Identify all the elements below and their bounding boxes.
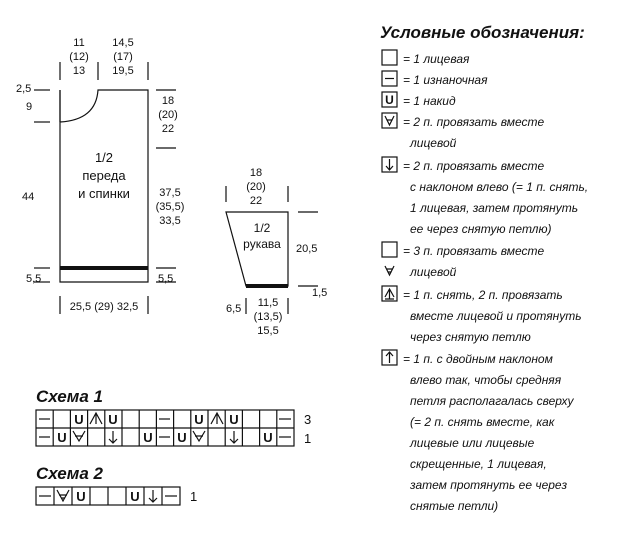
svg-text:U: U — [194, 412, 203, 427]
body-top-right-2: (17) — [113, 51, 133, 63]
body-top-right-1: 14,5 — [112, 37, 133, 49]
legend-cdd-text-5: лицевые или лицевые — [409, 436, 535, 450]
body-piece: 1/2 переда и спинки 11 (12) 13 14,5 (17)… — [16, 37, 184, 314]
legend-sk2p-text-3: через снятую петлю — [410, 330, 531, 344]
sleeve-label-line2: рукава — [243, 237, 281, 251]
sleeve-bottom-3: 15,5 — [257, 325, 278, 337]
schema-2: Схема 2 U U 1 — [35, 464, 197, 506]
legend-cdd-text-2: влево так, чтобы средняя — [410, 373, 562, 387]
legend: Условные обозначения: U = 1 лицевая = 1 … — [380, 23, 588, 513]
svg-text:U: U — [130, 489, 139, 504]
svg-text:U: U — [177, 430, 186, 445]
legend-knit-symbol — [381, 49, 398, 66]
sleeve-left-6-5: 6,5 — [226, 303, 241, 315]
body-left-5-5: 5,5 — [26, 273, 41, 285]
legend-sk2p-text-1: = 1 п. снять, 2 п. провязать — [403, 288, 563, 302]
body-label-line1: 1/2 — [95, 150, 113, 165]
legend-cdd-text-1: = 1 п. с двойным наклоном — [403, 352, 553, 366]
body-right-mid-2: (35,5) — [156, 201, 185, 213]
svg-text:U: U — [263, 430, 272, 445]
body-left-9: 9 — [26, 101, 32, 113]
legend-ssk-text-2: с наклоном влево (= 1 п. снять, — [410, 180, 588, 194]
sleeve-bottom-1: 11,5 — [258, 297, 279, 309]
legend-knit-text: = 1 лицевая — [403, 52, 470, 66]
body-right-mid-1: 37,5 — [159, 187, 180, 199]
legend-ssk-text-1: = 2 п. провязать вместе — [403, 159, 545, 173]
legend-cdd-text-6: скрещенные, 1 лицевая, — [410, 457, 547, 471]
body-left-44: 44 — [22, 191, 34, 203]
body-right-5-5: 5,5 — [158, 273, 173, 285]
legend-k3tog-text-1: = 3 п. провязать вместе — [403, 244, 545, 258]
legend-ssk-text-4: ее через снятую петлю) — [410, 222, 551, 236]
legend-yarnover-text: = 1 накид — [403, 94, 456, 108]
sleeve-right-1-5: 1,5 — [312, 287, 327, 299]
legend-cdd-text-8: снятые петли) — [410, 499, 498, 513]
svg-text:U: U — [143, 430, 152, 445]
sleeve-right-20-5: 20,5 — [296, 243, 317, 255]
body-top-left-3: 13 — [73, 65, 85, 77]
svg-text:U: U — [74, 412, 83, 427]
body-top-right-3: 19,5 — [112, 65, 133, 77]
schema-1-row-3-label: 3 — [304, 412, 311, 427]
body-bottom-width: 25,5 (29) 32,5 — [70, 301, 139, 313]
legend-purl-text: = 1 изнаночная — [403, 73, 488, 87]
legend-ssk-text-3: 1 лицевая, затем протянуть — [410, 201, 578, 215]
sleeve-label-line1: 1/2 — [254, 221, 271, 235]
body-right-mid-3: 33,5 — [159, 215, 180, 227]
svg-text:U: U — [229, 412, 238, 427]
schema-2-row-label: 1 — [190, 489, 197, 504]
svg-text:U: U — [57, 430, 66, 445]
body-right-top-1: 18 — [162, 95, 174, 107]
legend-k2tog-text-1: = 2 п. провязать вместе — [403, 115, 545, 129]
legend-k3tog-symbol — [381, 241, 398, 258]
svg-text:U: U — [385, 93, 394, 107]
body-top-left-2: (12) — [69, 51, 89, 63]
schema-1-row-1-label: 1 — [304, 431, 311, 446]
svg-text:U: U — [108, 412, 117, 427]
body-left-2-5: 2,5 — [16, 83, 31, 95]
legend-cdd-text-7: затем протянуть ее через — [409, 478, 567, 492]
sleeve-top-1: 18 — [250, 167, 262, 179]
legend-yarnover-symbol — [381, 91, 398, 108]
legend-sk2p-text-2: вместе лицевой и протянуть — [410, 309, 582, 323]
legend-k2tog-text-2: лицевой — [409, 136, 457, 150]
schema-1-title: Схема 1 — [36, 387, 103, 406]
schema-2-title: Схема 2 — [36, 464, 104, 483]
sleeve-top-3: 22 — [250, 195, 262, 207]
body-top-left-1: 11 — [73, 37, 84, 49]
legend-cdd-text-3: петля располагалась сверху — [410, 394, 575, 408]
body-outline — [59, 89, 149, 283]
svg-text:U: U — [76, 489, 85, 504]
schema-1: Схема 1 U U U U — [35, 387, 311, 447]
body-right-top-3: 22 — [162, 123, 174, 135]
body-right-top-2: (20) — [158, 109, 178, 121]
sleeve-bottom-2: (13,5) — [254, 311, 283, 323]
legend-cdd-text-4: (= 2 п. снять вместе, как — [410, 415, 556, 429]
body-label-line2: переда — [82, 168, 126, 183]
body-label-line3: и спинки — [78, 186, 130, 201]
sleeve-top-2: (20) — [246, 181, 266, 193]
sleeve-piece: 1/2 рукава 18 (20) 22 20,5 1,5 6,5 11,5 … — [225, 167, 327, 337]
legend-title: Условные обозначения: — [380, 23, 585, 42]
